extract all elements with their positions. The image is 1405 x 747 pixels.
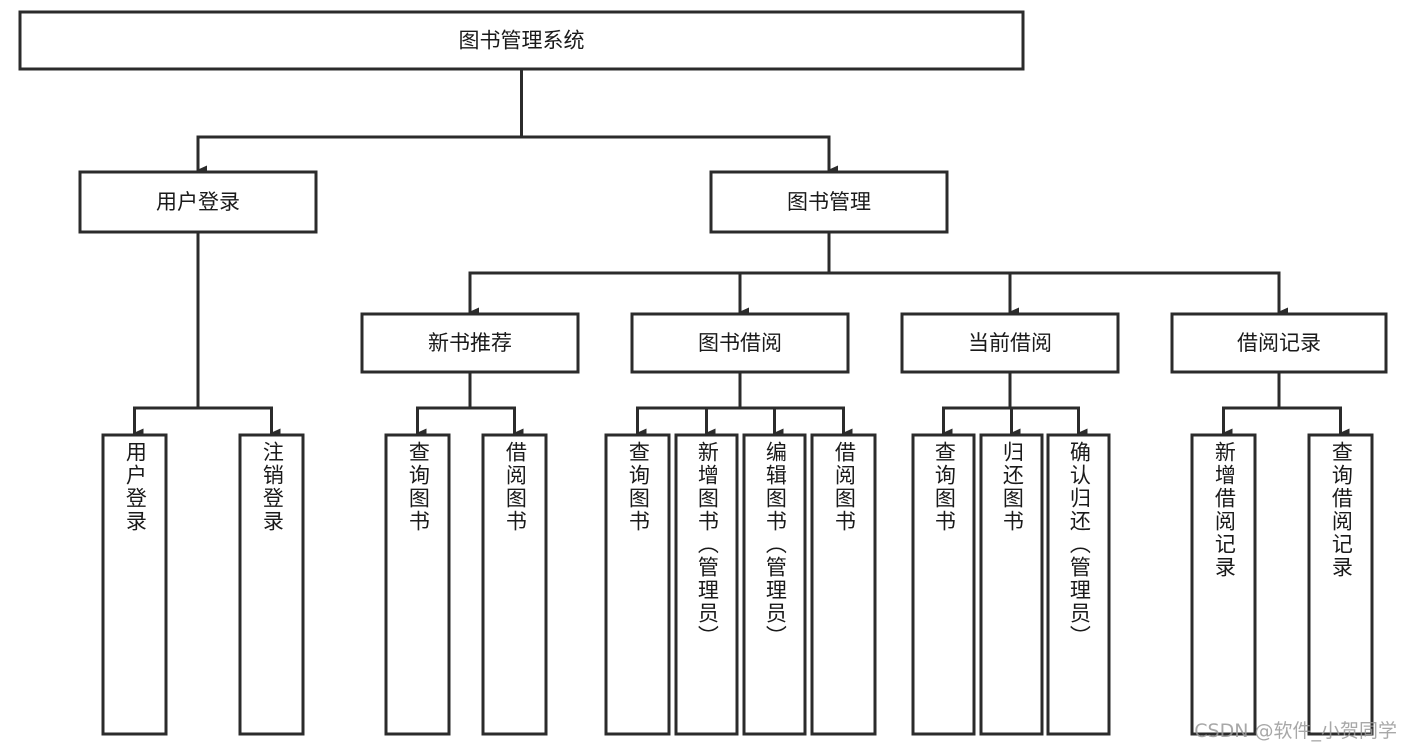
node-box-leaf-confirm-return[interactable] [1046,433,1111,736]
node-box-leaf-return-book[interactable] [979,433,1044,736]
node-box-leaf-query-book-1[interactable] [384,433,451,736]
node-box-leaf-query-book-3[interactable] [911,433,976,736]
connector-layer [133,67,1350,438]
node-box-leaf-query-record[interactable] [1307,433,1374,736]
node-box-leaf-logout[interactable] [238,433,305,736]
node-label-borrow-record: 借阅记录 [1237,331,1321,355]
node-label-book-manage: 图书管理 [787,190,871,214]
node-label-user-login: 用户登录 [156,190,240,214]
node-label-new-book-recommend: 新书推荐 [428,331,512,355]
node-box-borrow-record[interactable] [1170,312,1388,374]
node-label-root: 图书管理系统 [459,29,585,53]
node-box-user-login[interactable] [78,170,318,234]
node-box-leaf-user-login[interactable] [101,433,168,736]
node-box-new-book-recommend[interactable] [360,312,580,374]
node-box-current-borrow[interactable] [900,312,1120,374]
node-box-leaf-borrow-book-2[interactable] [810,433,877,736]
node-label-book-borrow: 图书借阅 [698,331,782,355]
node-box-leaf-add-record[interactable] [1190,433,1257,736]
node-box-book-manage[interactable] [709,170,949,234]
node-box-book-borrow[interactable] [630,312,850,374]
node-box-leaf-borrow-book-1[interactable] [481,433,548,736]
node-label-current-borrow: 当前借阅 [968,331,1052,355]
box-layer [18,10,1388,736]
node-box-leaf-query-book-2[interactable] [604,433,671,736]
node-box-leaf-add-book[interactable] [674,433,739,736]
node-box-leaf-edit-book[interactable] [742,433,807,736]
watermark-text: CSDN @软件_小贺同学 [1194,720,1397,742]
node-box-root[interactable] [18,10,1025,71]
